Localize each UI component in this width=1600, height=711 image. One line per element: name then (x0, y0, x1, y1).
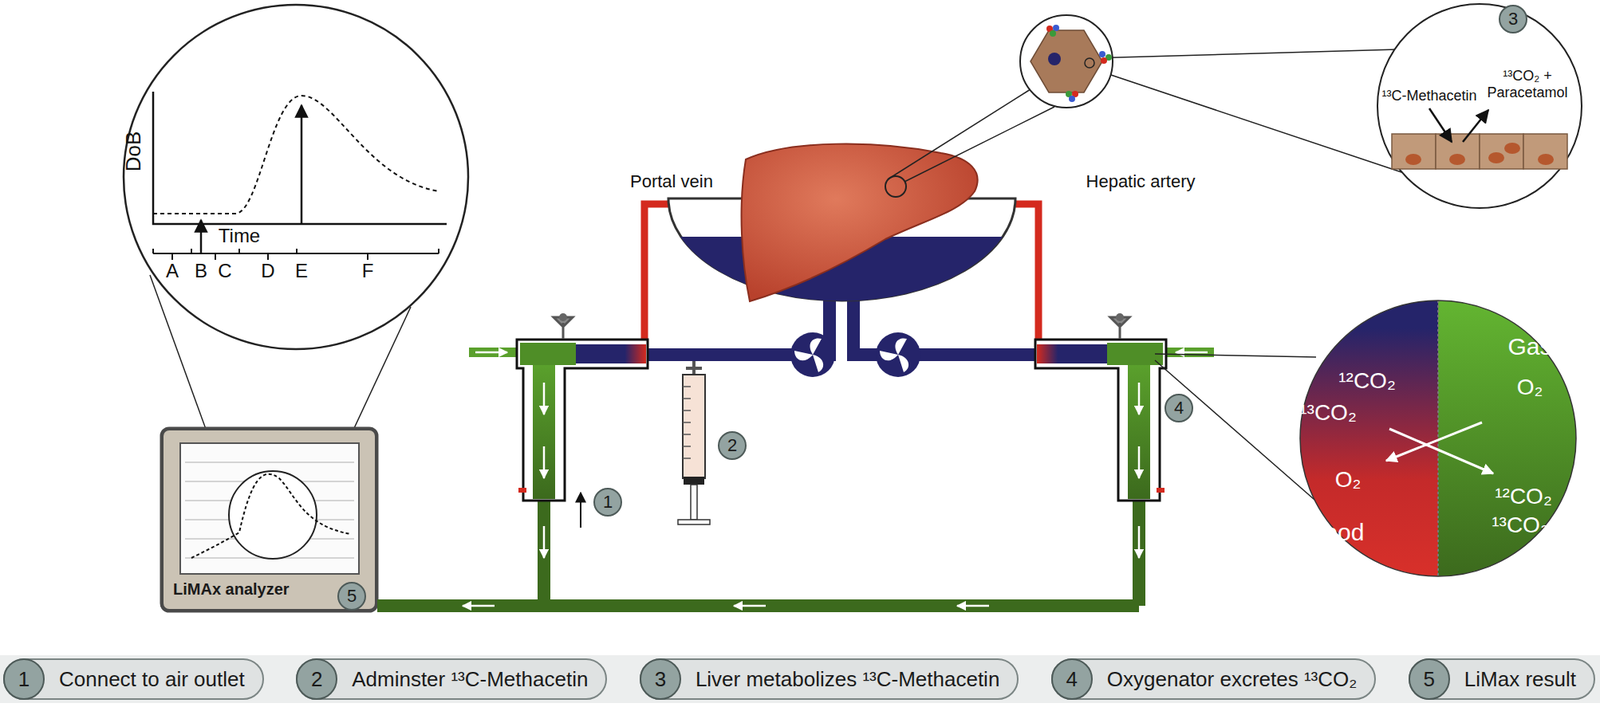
phase-letter: B (194, 260, 208, 283)
step-legend-item: Liver metabolizes ¹³C-Methacetin 3 (639, 658, 1019, 701)
callout-number: 3 (1498, 4, 1528, 34)
number-text: 3 (654, 660, 667, 699)
liver-basin (668, 89, 1055, 302)
number-text: 3 (1508, 8, 1518, 30)
phase-letter: C (217, 260, 232, 283)
callout-number: 1 (593, 488, 623, 517)
number-text: 1 (18, 660, 30, 699)
number-text: 5 (1423, 660, 1435, 699)
callout-number: 5 (337, 582, 367, 611)
oxygenator (1035, 313, 1214, 501)
axis-label: DoB (122, 131, 146, 173)
annotation-label: ¹³CO₂ (1491, 512, 1549, 539)
phase-letter: A (165, 260, 179, 283)
number-text: 2 (727, 435, 737, 457)
annotation-label: ¹²CO₂ (1338, 368, 1396, 395)
step-text: Adminster ¹³C-Methacetin (351, 667, 588, 692)
hepatocyte-magnifier (1020, 3, 1582, 209)
annotation-label: Blood (1303, 519, 1365, 548)
callout-number: 2 (717, 431, 747, 461)
annotation-label: O₂ (1517, 374, 1544, 401)
device-name: LiMAx analyzer (173, 580, 290, 600)
axis-label: Time (218, 224, 261, 248)
number-text: 5 (346, 586, 357, 607)
step-text: Connect to air outlet (59, 667, 245, 692)
callout-number: 4 (1164, 394, 1194, 423)
step-number: 3 (639, 658, 682, 701)
analyzer-device (161, 428, 378, 612)
annotation-label: ¹²CO₂ (1494, 484, 1553, 510)
step-number: 1 (3, 658, 45, 701)
step-text: Oxygenator excretes ¹³CO₂ (1107, 667, 1358, 692)
gas-tubing (377, 492, 1139, 607)
step-legend-item: Oxygenator excretes ¹³CO₂ 4 (1051, 658, 1377, 701)
annotation-label: Hepatic artery (1086, 171, 1196, 192)
number-text: 4 (1174, 398, 1184, 419)
syringe (677, 361, 710, 525)
phase-letter: F (362, 260, 375, 283)
number-text: 2 (311, 660, 323, 699)
annotation-label: Portal vein (630, 171, 714, 192)
step-legend-item: LiMax result 5 (1408, 658, 1596, 701)
legend-band (0, 655, 1600, 704)
annotation-label: O₂ (1335, 467, 1362, 493)
annotation-label: ¹³CO₂ (1299, 400, 1357, 426)
step-number: 2 (295, 658, 338, 701)
oxygenator (468, 313, 648, 501)
phase-letter: D (260, 260, 275, 283)
analyzer-box: LiMAx analyzer 5 (161, 428, 378, 612)
annotation-label: ¹³C-Methacetin (1381, 87, 1477, 105)
step-text: LiMax result (1464, 667, 1577, 692)
step-text: Liver metabolizes ¹³C-Methacetin (695, 667, 1000, 692)
number-text: 1 (602, 492, 613, 513)
step-legend-item: Connect to air outlet 1 (3, 658, 265, 701)
annotation-label: ¹³CO₂ + Paracetamol (1483, 67, 1572, 101)
number-text: 4 (1066, 660, 1078, 699)
gas-exchange-magnifier (1154, 300, 1577, 577)
step-legend-item: Adminster ¹³C-Methacetin 2 (295, 658, 607, 701)
step-number: 4 (1051, 658, 1093, 701)
annotation-label: Gas (1507, 333, 1552, 362)
phase-letter: E (295, 260, 308, 283)
step-number: 5 (1408, 658, 1451, 701)
